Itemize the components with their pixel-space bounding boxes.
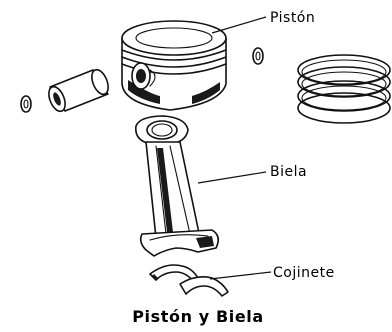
right-snap-clip-illustration (253, 48, 263, 64)
bearing-leader-line (210, 272, 271, 279)
piston-label: Pistón (270, 10, 315, 26)
piston-illustration (122, 21, 226, 110)
piston-pin-illustration (46, 67, 112, 113)
piston-leader-line (212, 17, 266, 33)
piston-rings-illustration (298, 55, 390, 123)
bearing-illustration (150, 265, 228, 296)
diagram-caption: Pistón y Biela (132, 307, 264, 326)
bearing-label: Cojinete (273, 265, 335, 281)
rod-label: Biela (270, 164, 307, 180)
rod-leader-line (198, 172, 266, 183)
connecting-rod-illustration (136, 116, 218, 256)
left-snap-clip-illustration (21, 96, 31, 112)
